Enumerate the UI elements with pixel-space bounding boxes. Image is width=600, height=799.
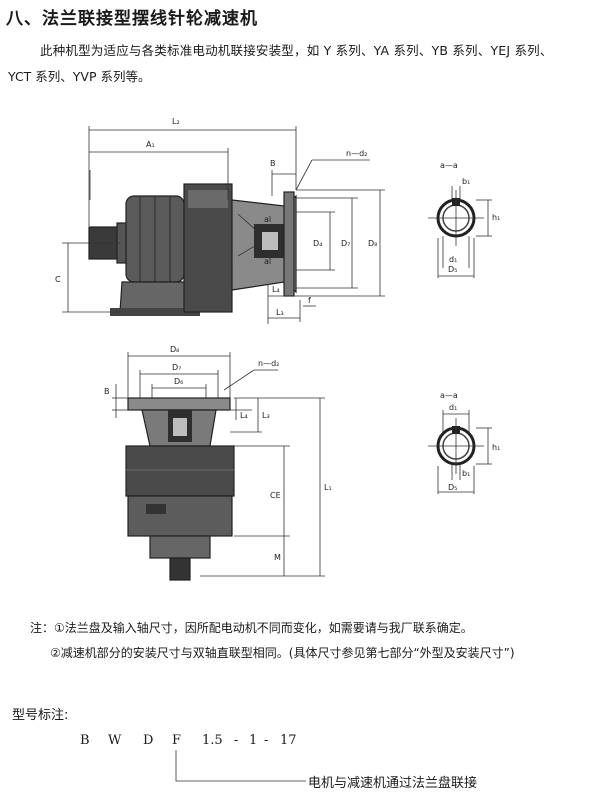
note-1: 注：①法兰盘及输入轴尺寸，因所配电动机不同而变化，如需要请与我厂联系确定。 [30, 621, 473, 635]
page-title: 八、法兰联接型摆线针轮减速机 [6, 9, 258, 29]
intro-text-line-1: 此种机型为适应与各类标准电动机联接安装型，如 Y 系列、YA 系列、YB 系列、… [40, 43, 553, 58]
dim-L2-label: L₂ [172, 117, 180, 126]
lower-housing [149, 535, 211, 559]
foot-base [119, 281, 189, 313]
dim-M-label: M [274, 553, 281, 562]
output-shaft [169, 557, 191, 581]
section-al-top-label: al [264, 215, 271, 224]
dim-B-label: B [104, 387, 110, 396]
dim-d1-label: d₁ [449, 255, 457, 264]
model-code-part: 1.5 [202, 733, 223, 748]
section-aa-label: a—a [440, 391, 458, 400]
dim-L4-label: L₄ [272, 285, 280, 294]
dim-D7-label: D₇ [172, 363, 181, 372]
dim-C-label: C [55, 275, 61, 284]
dim-b1-label: b₁ [462, 177, 470, 186]
model-code-part: - [264, 733, 269, 748]
model-code-part: B [80, 733, 90, 748]
dim-h1-label: h₁ [492, 213, 500, 222]
model-code-part: 1 [249, 733, 258, 748]
dim-D6-label: D₆ [174, 377, 183, 386]
top-reducer-drawing: L₂ A₁ B n—d₂ al al D₄ D₇ D₈ C L₄ L₃ f [55, 117, 385, 324]
dim-nd2-label: n—d₂ [258, 359, 279, 368]
cycloid-housing [127, 495, 233, 537]
upper-housing [125, 445, 235, 497]
dim-d1-label: d₁ [449, 403, 457, 412]
note-2: ②减速机部分的安装尺寸与双轴直联型相同。(具体尺寸参见第七部分“外型及安装尺寸”… [50, 646, 515, 660]
dim-h1-label: h₁ [492, 443, 500, 452]
dim-CE-label: CE [270, 491, 281, 500]
model-code-part: W [108, 733, 122, 748]
dim-D7-label: D₇ [341, 239, 350, 248]
dim-D5-label: D₅ [448, 483, 457, 492]
model-code-part: F [172, 733, 182, 748]
model-code-part: D [143, 733, 154, 748]
dim-D8-label: D₈ [368, 239, 377, 248]
model-legend-text: 电机与减速机通过法兰盘联接 [308, 776, 478, 791]
model-code-part: 17 [280, 733, 297, 748]
bottom-reducer-drawing: D₈ D₇ D₆ n—d₂ B L₄ L₃ CE L₁ M [104, 345, 332, 581]
dim-f-label: f [308, 296, 311, 305]
dim-nd2-label: n—d₂ [346, 149, 367, 158]
dim-L3-label: L₃ [276, 308, 284, 317]
flange-plate [283, 191, 295, 297]
dim-L1-label: L₁ [324, 483, 332, 492]
model-designation-label: 型号标注: [12, 708, 69, 723]
dim-A1-label: A₁ [146, 140, 155, 149]
model-code-part: - [234, 733, 239, 748]
dim-D4-label: D₄ [313, 239, 322, 248]
dim-B-label: B [270, 159, 276, 168]
dim-b1-label: b₁ [462, 469, 470, 478]
intro-text-line-2: YCT 系列、YVP 系列等。 [8, 69, 151, 84]
bottom-shaft-section: a—a d₁ h₁ b₁ D₅ [428, 391, 500, 494]
dim-L3-label: L₃ [262, 411, 270, 420]
top-shaft-section: a—a b₁ h₁ d₁ D₅ [428, 161, 500, 278]
dim-D8-label: D₈ [170, 345, 179, 354]
section-al-bottom-label: al [264, 257, 271, 266]
dim-L4-label: L₄ [240, 411, 248, 420]
flange-plate [127, 397, 231, 411]
section-aa-label: a—a [440, 161, 458, 170]
dim-D5-label: D₅ [448, 265, 457, 274]
